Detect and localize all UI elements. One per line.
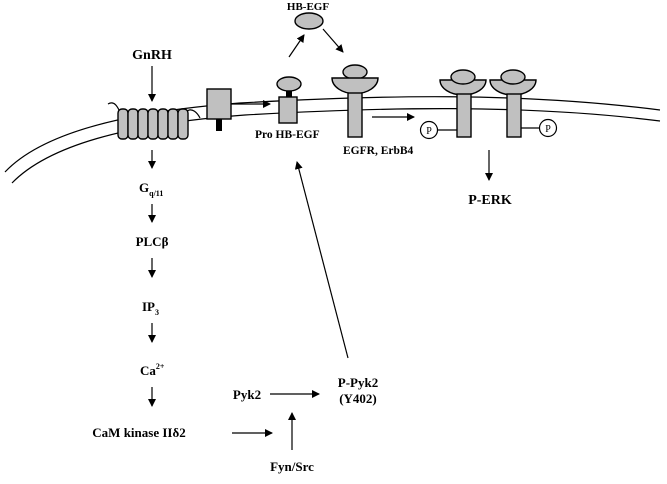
gnrh-label: GnRH	[132, 48, 172, 63]
arrow-ppyk2-to-prohbegf	[294, 161, 349, 359]
cell-membrane	[4, 96, 661, 184]
membrane-protease	[206, 88, 232, 131]
pro-hb-egf-label: Pro HB-EGF	[255, 129, 320, 141]
ip3-label: IP3	[142, 299, 159, 317]
p-pyk2-label: P-Pyk2	[338, 375, 378, 390]
phosphate-left-label: P	[426, 126, 432, 137]
camk-label: CaM kinase IIδ2	[92, 425, 185, 440]
p-erk-label: P-ERK	[468, 193, 512, 208]
gq11-label: Gq/11	[139, 180, 163, 198]
hb-egf-ligand	[294, 12, 324, 30]
phosphate-left	[419, 120, 457, 140]
ca-label: Ca2+	[140, 362, 165, 378]
pro-hb-egf-protein	[276, 76, 302, 124]
arrow-to-hbegf	[288, 34, 305, 58]
fyn-src-label: Fyn/Src	[270, 459, 314, 474]
phosphate-right-label: P	[545, 124, 551, 135]
plcb-label: PLCβ	[136, 234, 169, 249]
hb-egf-label: HB-EGF	[287, 1, 329, 13]
phosphate-right	[521, 118, 558, 138]
egfr-erbb4-label: EGFR, ErbB4	[343, 145, 414, 157]
egfr-receptor	[331, 64, 379, 138]
pyk2-label: Pyk2	[233, 387, 261, 402]
gnrh-receptor	[107, 102, 201, 140]
arrow-hbegf-to-egfr	[322, 28, 344, 53]
egfr-dimer	[439, 69, 537, 138]
y402-label: (Y402)	[339, 391, 377, 406]
